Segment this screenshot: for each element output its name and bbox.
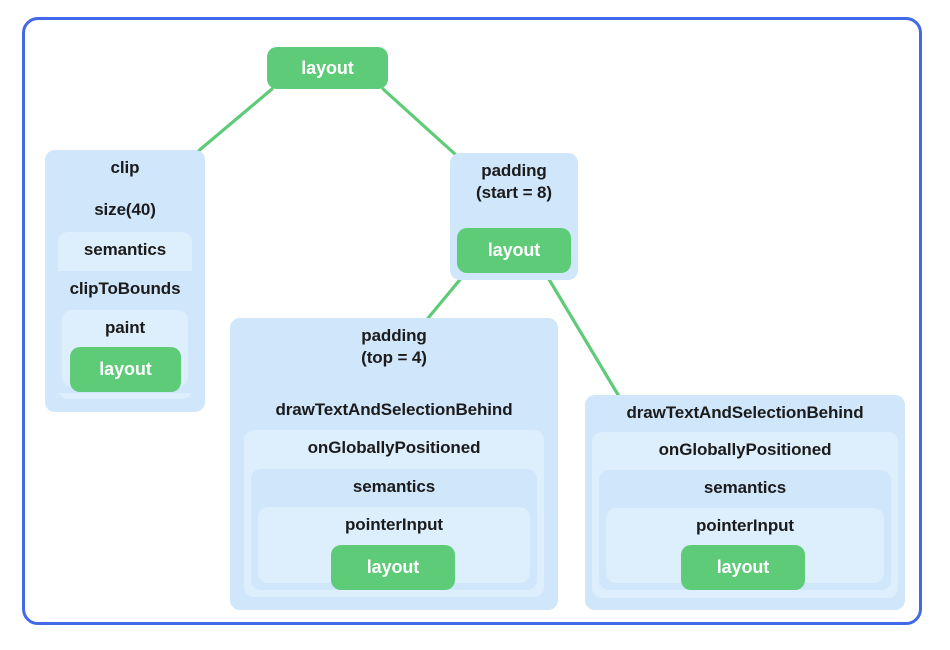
node-label: pointerInput	[345, 515, 443, 534]
node-label: padding (start = 8)	[476, 161, 552, 202]
node-padding-top-4-layout[interactable]: layout	[331, 545, 455, 590]
edge-root-to-padding-start	[381, 87, 458, 157]
node-root-layout[interactable]: layout	[267, 47, 388, 89]
diagram-frame	[22, 17, 922, 625]
node-label: drawTextAndSelectionBehind	[275, 400, 513, 419]
node-draw-text-layout[interactable]: layout	[681, 545, 805, 590]
node-label: pointerInput	[696, 516, 794, 535]
node-label: onGloballyPositioned	[307, 438, 481, 457]
node-label: layout	[366, 557, 420, 577]
node-label: layout	[301, 57, 354, 78]
node-label: padding (top = 4)	[361, 326, 427, 367]
node-label: layout	[99, 359, 152, 379]
node-label: semantics	[703, 478, 787, 497]
node-label: drawTextAndSelectionBehind	[626, 403, 864, 422]
node-label: layout	[487, 240, 541, 260]
node-clip-layout[interactable]: layout	[70, 347, 181, 392]
node-label: semantics	[83, 240, 167, 259]
node-label: layout	[716, 557, 770, 577]
node-padding-start-8-layout[interactable]: layout	[457, 228, 571, 273]
edge-padding-start-to-draw-text	[545, 274, 622, 400]
node-label: paint	[104, 318, 146, 337]
node-label: size(40)	[94, 200, 156, 219]
node-label: onGloballyPositioned	[658, 440, 832, 459]
edge-root-to-clip	[194, 87, 274, 155]
node-label: clipToBounds	[69, 279, 181, 298]
edge-padding-start-to-padding-top	[422, 274, 465, 325]
node-label: clip	[110, 158, 140, 177]
node-label: semantics	[352, 477, 436, 496]
